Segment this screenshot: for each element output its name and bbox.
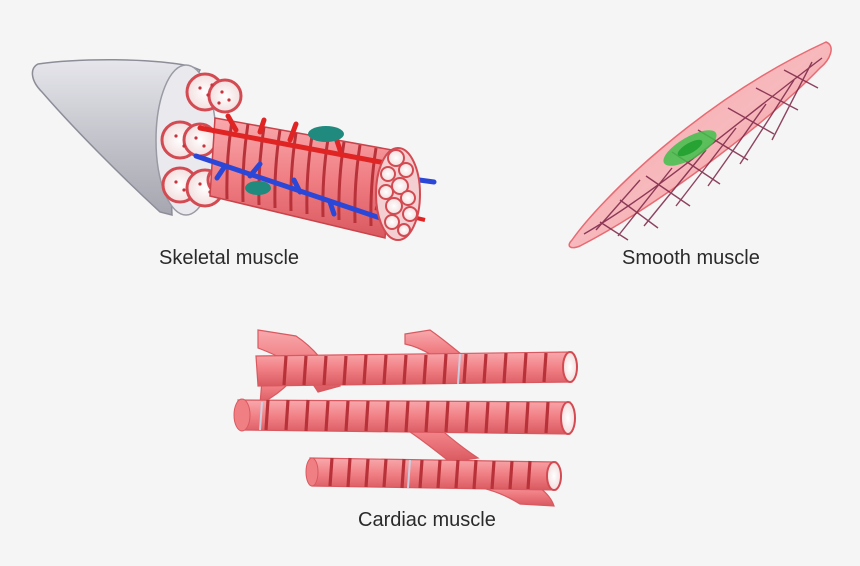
skeletal-muscle-label: Skeletal muscle	[159, 247, 300, 269]
cardiac-muscle-label: Cardiac muscle	[358, 509, 496, 531]
cardiac-fiber-bottom	[305, 457, 562, 491]
cardiac-fiber-top	[255, 351, 578, 387]
smooth-muscle-label: Smooth muscle	[622, 247, 760, 269]
fiber-ends	[378, 149, 418, 237]
fascicle-striations	[225, 120, 378, 227]
smooth-muscle-cell-illustration	[568, 41, 832, 249]
cardiac-fiber-middle	[233, 398, 576, 435]
nucleus	[308, 126, 344, 142]
skeletal-muscle-illustration	[31, 58, 437, 241]
cardiac-muscle-illustration	[233, 329, 578, 507]
nucleus	[245, 181, 271, 195]
